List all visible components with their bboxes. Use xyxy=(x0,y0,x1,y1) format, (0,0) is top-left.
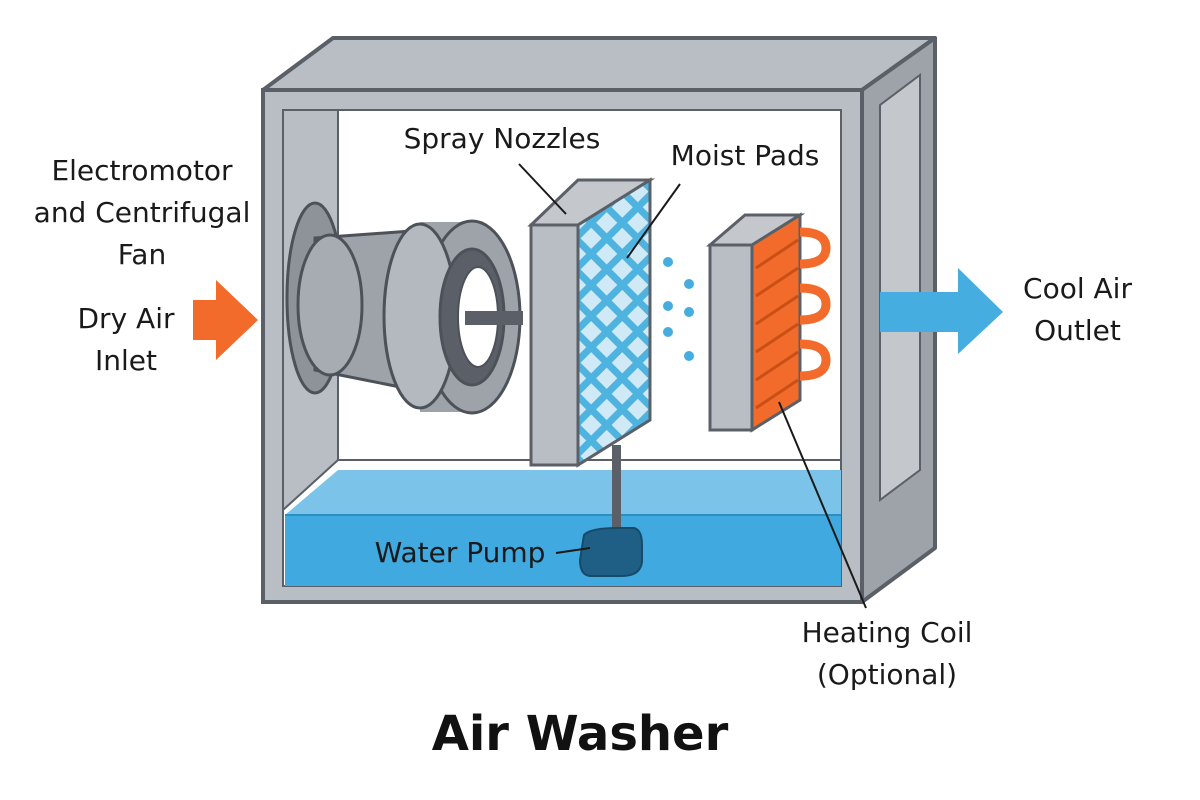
water-pump-label: Water Pump xyxy=(374,536,546,569)
motor-fan-label: Electromotor and Centrifugal Fan xyxy=(33,154,251,271)
casing-top-face xyxy=(261,36,937,92)
water-droplets xyxy=(663,257,694,361)
heating-coil-loops xyxy=(799,227,831,381)
page-title: Air Washer xyxy=(431,706,729,762)
fan-shaft xyxy=(465,311,523,325)
pump-riser-pipe xyxy=(612,445,621,535)
dry-air-inlet-label: Dry Air Inlet xyxy=(77,302,175,377)
dry-air-inlet-arrow xyxy=(193,280,258,360)
heating-coil-label: Heating Coil (Optional) xyxy=(801,616,973,691)
spray-nozzles-label: Spray Nozzles xyxy=(403,122,601,155)
heating-coil-fins xyxy=(755,238,799,410)
water-reservoir xyxy=(285,515,841,586)
nozzle-block xyxy=(529,223,580,467)
water-pump xyxy=(578,527,643,577)
fan-housing-back xyxy=(296,233,364,377)
water-reservoir-surface xyxy=(285,470,841,515)
cool-air-outlet-label: Cool Air Outlet xyxy=(1023,272,1132,347)
casing-right-inner-panel xyxy=(879,73,921,502)
moist-pad xyxy=(576,177,652,468)
leader-lines xyxy=(518,163,867,609)
coil-frame xyxy=(708,243,754,432)
cool-air-outlet-arrow xyxy=(880,268,1003,354)
moist-pads-label: Moist Pads xyxy=(670,139,820,172)
